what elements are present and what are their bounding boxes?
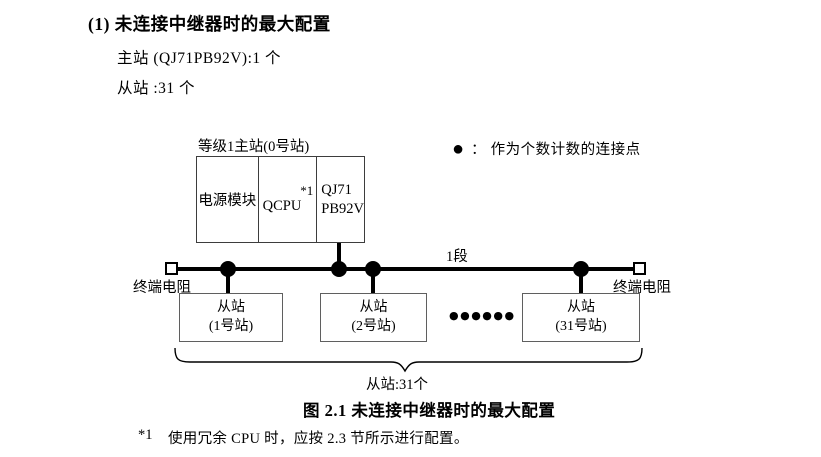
slave-station-box-1: 从站 (1号站) <box>179 293 283 342</box>
connection-point-dot <box>220 261 236 277</box>
slave1-line1: 从站 <box>217 300 245 316</box>
slave2-line1: 从站 <box>359 300 388 316</box>
terminator-right-icon <box>633 262 646 275</box>
power-module-cell: 电源模块 <box>197 157 259 242</box>
master-count-line: 主站 (QJ71PB92V):1 个 <box>117 50 282 67</box>
master-station-label: 等级1主站(0号站) <box>198 139 310 155</box>
brace <box>174 347 643 373</box>
slave-total-label: 从站:31个 <box>366 377 429 393</box>
slave-count-line: 从站 :31 个 <box>117 80 196 97</box>
ellipsis-dots: ●●●●●● <box>449 309 516 322</box>
terminator-left-label: 终端电阻 <box>133 280 191 296</box>
segment-label: 1段 <box>446 249 468 265</box>
terminator-right-label: 终端电阻 <box>613 280 671 296</box>
legend: ● ： 作为个数计数的连接点 <box>452 138 641 159</box>
connection-point-dot <box>331 261 347 277</box>
bus-line <box>178 267 636 271</box>
figure-caption: 图 2.1 未连接中继器时的最大配置 <box>303 401 556 420</box>
legend-colon: ： <box>471 142 486 158</box>
master-station-box: 电源模块 *1 QCPU QJ71 PB92V <box>196 156 365 243</box>
slave31-line2: (31号站) <box>555 318 607 334</box>
slave1-drop-line <box>226 269 230 294</box>
footnote-reference: *1 <box>300 183 314 199</box>
connection-point-dot <box>365 261 381 277</box>
slave-station-box-2: 从站 (2号站) <box>320 293 427 342</box>
slave-station-box-31: 从站 (31号站) <box>522 293 640 342</box>
master-drop-line <box>337 243 341 269</box>
connection-point-icon: ● <box>452 137 465 160</box>
footnote-text: 使用冗余 CPU 时，应按 2.3 节所示进行配置。 <box>168 431 469 447</box>
connection-point-dot <box>573 261 589 277</box>
slave31-line1: 从站 <box>567 300 595 316</box>
slave31-drop-line <box>579 269 583 294</box>
network-module-cell: QJ71 PB92V <box>317 157 364 242</box>
slave1-line2: (1号站) <box>208 318 254 334</box>
legend-label: 作为个数计数的连接点 <box>490 142 641 158</box>
section-heading: (1) 未连接中继器时的最大配置 <box>88 14 331 34</box>
terminator-left-icon <box>165 262 178 275</box>
slave2-drop-line <box>371 269 375 294</box>
cpu-label: QCPU <box>262 197 302 214</box>
slave2-line2: (2号站) <box>351 318 396 334</box>
footnote-marker: *1 <box>138 427 153 443</box>
network-module-line1: QJ71 <box>321 182 352 199</box>
network-module-line2: PB92V <box>321 200 364 217</box>
cpu-module-cell: *1 QCPU <box>259 157 318 242</box>
